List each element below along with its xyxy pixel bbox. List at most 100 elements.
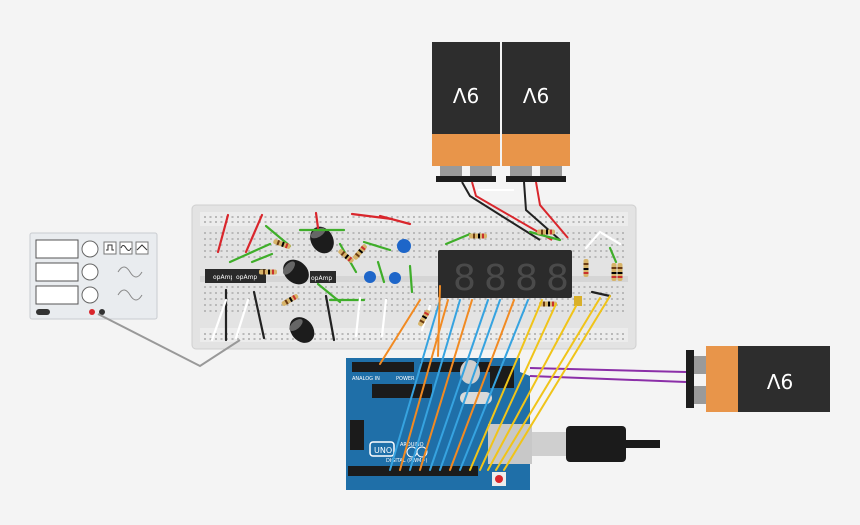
breadboard-hole [336, 250, 338, 252]
chip-label: opAmp [213, 274, 234, 281]
breadboard-hole [253, 216, 256, 218]
header-digital[interactable] [348, 466, 478, 476]
breadboard-hole [341, 221, 344, 223]
breadboard-hole [385, 244, 388, 246]
breadboard-hole [220, 333, 223, 335]
electrolytic-capacitor[interactable] [285, 312, 320, 348]
breadboard-hole [237, 216, 239, 218]
breadboard-hole [209, 216, 212, 218]
knob-icon[interactable] [81, 240, 99, 258]
opamp-chip[interactable]: opAmp [232, 269, 266, 283]
breadboard-hole [528, 304, 531, 306]
breadboard-hole [572, 244, 575, 246]
power-switch[interactable] [36, 309, 50, 315]
breadboard-hole [506, 338, 509, 340]
breadboard-hole [209, 310, 212, 312]
breadboard-hole [264, 304, 267, 306]
breadboard-hole [451, 232, 454, 234]
breadboard-hole [413, 244, 415, 246]
breadboard-hole [369, 232, 371, 234]
breadboard-hole [209, 292, 212, 294]
ceramic-capacitor[interactable] [364, 271, 376, 283]
breadboard-hole [286, 232, 289, 234]
breadboard-hole [605, 310, 608, 312]
breadboard-hole [248, 221, 250, 223]
knob-icon[interactable] [81, 286, 99, 304]
breadboard-hole [605, 286, 608, 288]
breadboard-hole [457, 338, 459, 340]
battery-top-right[interactable]: 9V [502, 42, 570, 182]
header-power[interactable] [352, 362, 414, 372]
breadboard-hole [611, 333, 613, 335]
breadboard-hole [600, 256, 602, 258]
breadboard-hole [347, 221, 349, 223]
breadboard-hole [374, 286, 377, 288]
electrolytic-capacitor[interactable] [278, 255, 314, 290]
breadboard-hole [275, 232, 278, 234]
breadboard-hole [341, 338, 344, 340]
knob-icon[interactable] [81, 263, 99, 281]
breadboard-hole [259, 304, 261, 306]
breadboard-hole [418, 238, 421, 240]
breadboard-hole [473, 298, 476, 300]
breadboard-hole [303, 221, 305, 223]
breadboard-hole [215, 238, 217, 240]
breadboard-hole [209, 232, 212, 234]
battery-right[interactable]: 9V [686, 346, 830, 412]
breadboard-hole [429, 338, 432, 340]
terminal-positive[interactable] [89, 309, 95, 315]
breadboard-hole [402, 286, 404, 288]
breadboard-hole [391, 256, 393, 258]
breadboard-hole [248, 238, 250, 240]
breadboard-hole [347, 238, 349, 240]
sine-wave-icon [117, 289, 143, 301]
led[interactable] [574, 296, 582, 306]
breadboard-hole [363, 221, 366, 223]
breadboard-hole [462, 338, 465, 340]
breadboard-hole [248, 338, 250, 340]
breadboard-hole [264, 292, 267, 294]
breadboard-hole [440, 298, 443, 300]
breadboard-hole [413, 304, 415, 306]
opamp-chip[interactable]: opAmp [310, 271, 336, 283]
battery-top-left[interactable]: 9V [432, 42, 500, 182]
breadboard-hole [479, 298, 481, 300]
breadboard-hole [517, 238, 520, 240]
ceramic-capacitor[interactable] [389, 272, 401, 284]
triangle-wave-button[interactable] [135, 241, 149, 255]
breadboard-hole [402, 232, 404, 234]
breadboard-hole [303, 298, 305, 300]
breadboard-hole [237, 232, 239, 234]
reset-button-cap[interactable] [495, 475, 503, 483]
breadboard-hole [231, 298, 234, 300]
header-icsp[interactable] [350, 420, 364, 450]
breadboard-hole [237, 338, 239, 340]
breadboard-hole [572, 250, 575, 252]
breadboard-hole [325, 256, 327, 258]
breadboard-hole [528, 310, 531, 312]
breadboard-hole [369, 304, 371, 306]
seven-segment-display[interactable]: 8 8 8 8 [438, 250, 572, 299]
breadboard-hole [594, 216, 597, 218]
breadboard-hole [457, 298, 459, 300]
breadboard-hole [336, 333, 338, 335]
breadboard-hole [446, 221, 448, 223]
breadboard-hole [264, 238, 267, 240]
ceramic-capacitor[interactable] [397, 239, 411, 253]
breadboard-hole [231, 333, 234, 335]
breadboard-hole [215, 338, 217, 340]
terminal-negative[interactable] [99, 309, 105, 315]
breadboard-hole [534, 310, 536, 312]
breadboard-hole [484, 310, 487, 312]
breadboard-hole [622, 292, 624, 294]
breadboard-hole [545, 298, 547, 300]
breadboard-hole [622, 232, 624, 234]
analog-label: ANALOG IN [352, 376, 380, 382]
function-generator[interactable] [29, 232, 158, 320]
arduino-board[interactable]: POWER ANALOG IN DIGITAL (PWM~) UNO ARDUI… [346, 358, 532, 490]
header-analog[interactable] [420, 362, 490, 372]
square-wave-button[interactable] [103, 241, 117, 255]
breadboard-hole [358, 238, 360, 240]
breadboard-hole [292, 238, 294, 240]
breadboard-hole [226, 250, 228, 252]
